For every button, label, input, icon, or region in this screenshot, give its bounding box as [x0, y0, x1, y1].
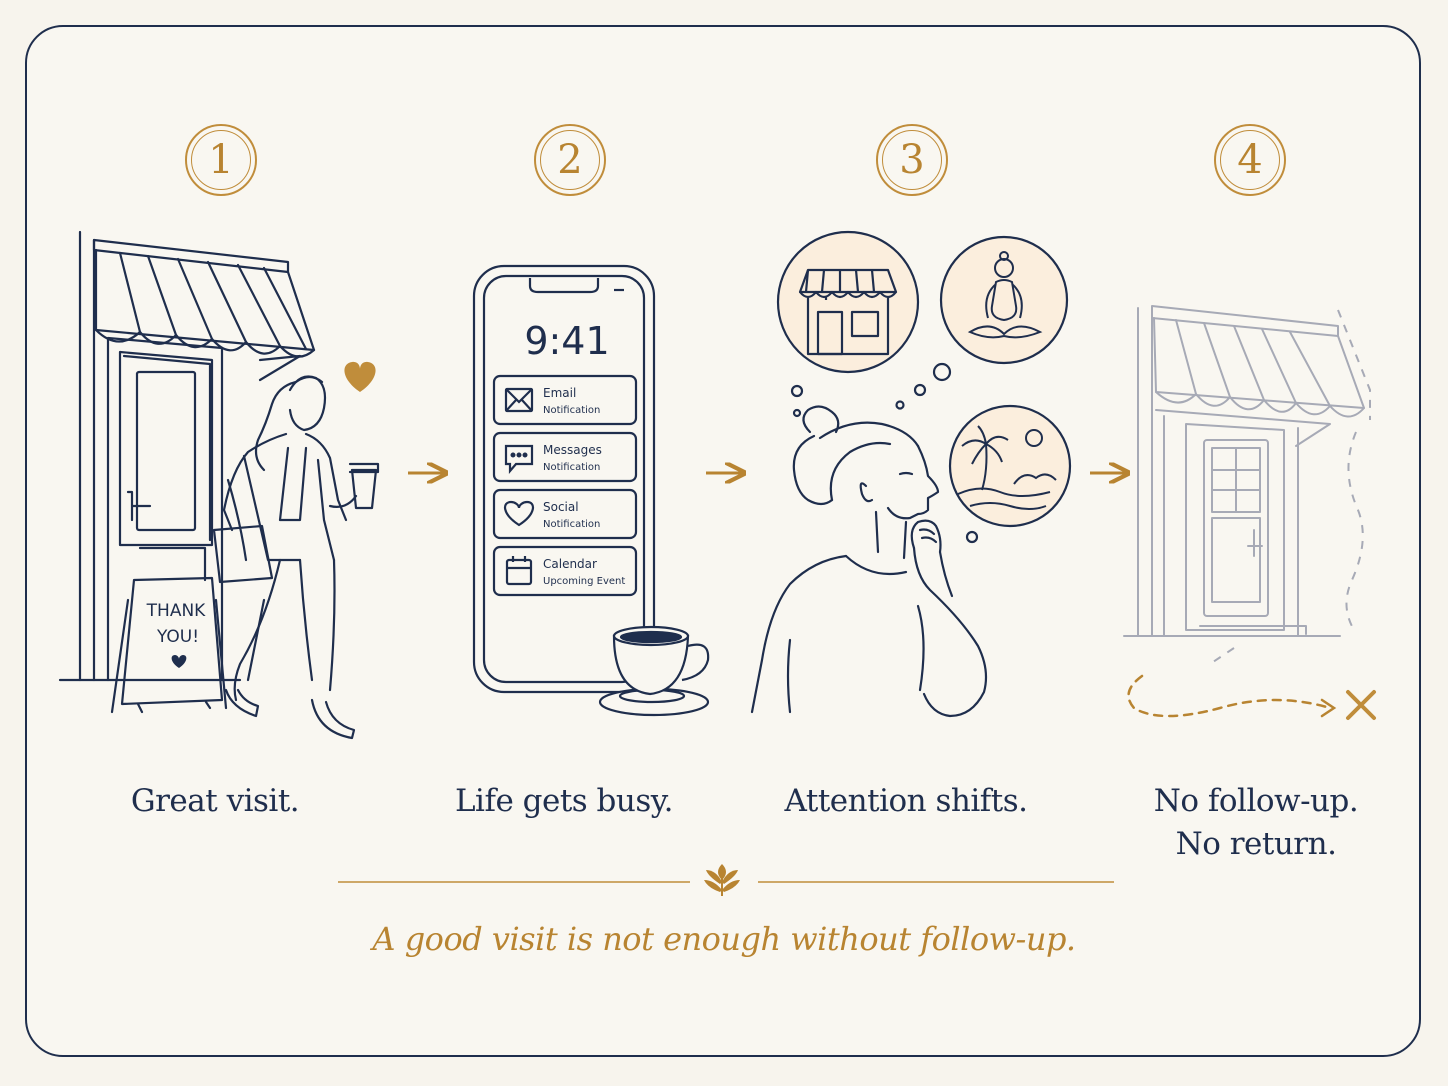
caption-line: Great visit. [130, 783, 300, 819]
notification-subtitle: Notification [543, 519, 600, 530]
heart-icon [344, 361, 376, 392]
coffee-cup-illustration [598, 625, 710, 717]
tagline: A good visit is not enough without follo… [372, 920, 1076, 958]
phone-illustration [472, 264, 710, 717]
caption-line: Attention shifts. [784, 783, 1028, 819]
faded-storefront-illustration [1123, 305, 1365, 637]
faded-dashed-lines [1209, 309, 1371, 665]
store-icon [798, 268, 898, 356]
social-heart-icon [503, 500, 535, 527]
meditation-icon [967, 251, 1043, 339]
notification-list: Email Notification Messages Notification… [543, 386, 625, 587]
step-badge-1: 1 [185, 124, 257, 196]
phone-clock: 9:41 [524, 319, 609, 363]
sign-text-line2: YOU! [156, 627, 199, 647]
step-caption-2: Life gets busy. [414, 780, 714, 823]
step-number: 1 [208, 137, 234, 183]
notification-subtitle: Notification [543, 462, 600, 473]
caption-line: No return. [1175, 826, 1337, 862]
dashed-arrowhead [1320, 698, 1337, 718]
notification-title: Messages [543, 443, 602, 457]
storefront-illustration [58, 230, 380, 740]
thinking-woman-illustration [750, 405, 988, 718]
notification-title: Email [543, 386, 576, 400]
caption-line: Life gets busy. [454, 783, 674, 819]
chat-bubble-icon [504, 444, 534, 474]
step-badge-4: 4 [1214, 124, 1286, 196]
x-mark-icon [1346, 690, 1376, 720]
step-number: 2 [557, 137, 583, 183]
notification-title: Social [543, 500, 579, 514]
sprout-ornament-icon [704, 864, 740, 896]
step-caption-1: Great visit. [65, 780, 365, 823]
sign-text-line1: THANK [146, 601, 207, 621]
step-number: 4 [1237, 137, 1263, 183]
dashed-path-arrow [1127, 674, 1332, 718]
step-caption-3: Attention shifts. [756, 780, 1056, 823]
step-caption-4: No follow-up. No return. [1106, 780, 1406, 866]
notification-subtitle: Upcoming Event [543, 576, 625, 587]
beach-icon [957, 425, 1057, 510]
caption-line: No follow-up. [1153, 783, 1359, 819]
notification-title: Calendar [543, 557, 597, 571]
sign-heart-icon [171, 655, 187, 668]
notification-subtitle: Notification [543, 405, 600, 416]
envelope-icon [504, 387, 534, 413]
step-badge-3: 3 [876, 124, 948, 196]
step-badge-2: 2 [534, 124, 606, 196]
step-number: 3 [899, 137, 925, 183]
calendar-icon [505, 556, 533, 586]
